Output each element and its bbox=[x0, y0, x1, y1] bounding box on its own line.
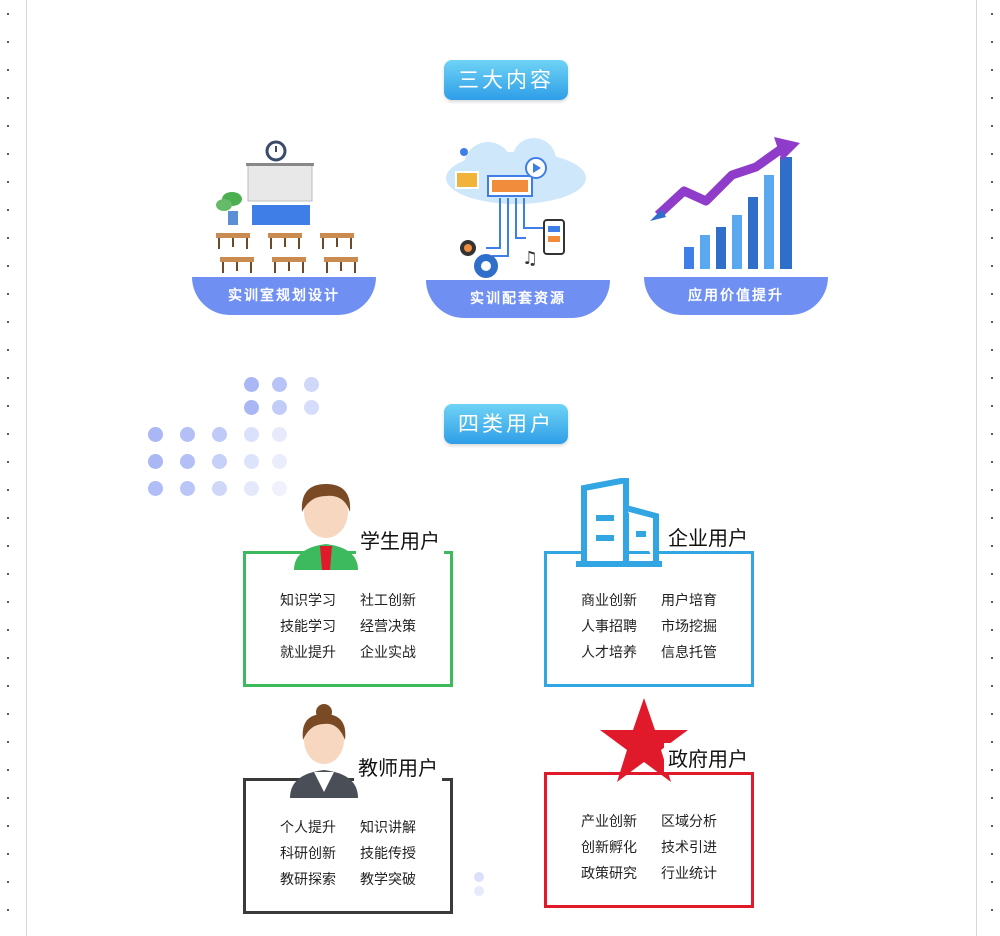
user-title-enterprise: 企业用户 bbox=[664, 522, 752, 551]
feature-label: 实训配套资源 bbox=[426, 280, 610, 318]
feature-label: 应用价值提升 bbox=[644, 277, 828, 315]
card-row: 人事招聘市场挖掘 bbox=[581, 619, 717, 635]
user-title-student: 学生用户 bbox=[356, 525, 444, 554]
left-border-line bbox=[26, 0, 27, 936]
user-card-government: 产业创新区域分析 创新孵化技术引进 政策研究行业统计 bbox=[544, 772, 754, 908]
building-icon bbox=[570, 478, 666, 568]
feature-card-growth: 应用价值提升 bbox=[644, 135, 828, 315]
classroom-icon bbox=[216, 140, 358, 273]
card-row: 创新孵化技术引进 bbox=[581, 840, 717, 856]
card-row: 产业创新区域分析 bbox=[581, 814, 717, 830]
card-row: 商业创新用户培育 bbox=[581, 593, 717, 609]
card-row: 就业提升企业实战 bbox=[280, 645, 416, 661]
card-row: 个人提升知识讲解 bbox=[280, 820, 416, 836]
feature-card-resources: ♫ 实训配套资源 bbox=[426, 138, 610, 318]
user-card-enterprise: 商业创新用户培育 人事招聘市场挖掘 人才培养信息托管 bbox=[544, 551, 754, 687]
user-title-teacher: 教师用户 bbox=[354, 752, 442, 781]
student-avatar-icon bbox=[294, 484, 358, 570]
left-dotted-rail bbox=[6, 0, 10, 936]
section-title-users: 四类用户 bbox=[444, 404, 568, 444]
user-card-teacher: 个人提升知识讲解 科研创新技能传授 教研探索教学突破 bbox=[243, 778, 453, 914]
card-row: 人才培养信息托管 bbox=[581, 645, 717, 661]
card-row: 政策研究行业统计 bbox=[581, 866, 717, 882]
teacher-avatar-icon bbox=[290, 704, 358, 798]
right-border-line bbox=[976, 0, 977, 936]
svg-text:♫: ♫ bbox=[522, 248, 538, 269]
section-title-content: 三大内容 bbox=[444, 60, 568, 100]
user-title-government: 政府用户 bbox=[664, 743, 752, 772]
right-dotted-rail bbox=[990, 0, 994, 936]
card-row: 技能学习经营决策 bbox=[280, 619, 416, 635]
card-row: 知识学习社工创新 bbox=[280, 593, 416, 609]
card-row: 科研创新技能传授 bbox=[280, 846, 416, 862]
red-star-icon bbox=[600, 698, 688, 782]
growth-chart-icon bbox=[650, 137, 800, 269]
card-row: 教研探索教学突破 bbox=[280, 872, 416, 888]
feature-card-classroom: 实训室规划设计 bbox=[192, 135, 376, 315]
cloud-resources-icon: ♫ bbox=[446, 138, 586, 278]
feature-label: 实训室规划设计 bbox=[192, 277, 376, 315]
